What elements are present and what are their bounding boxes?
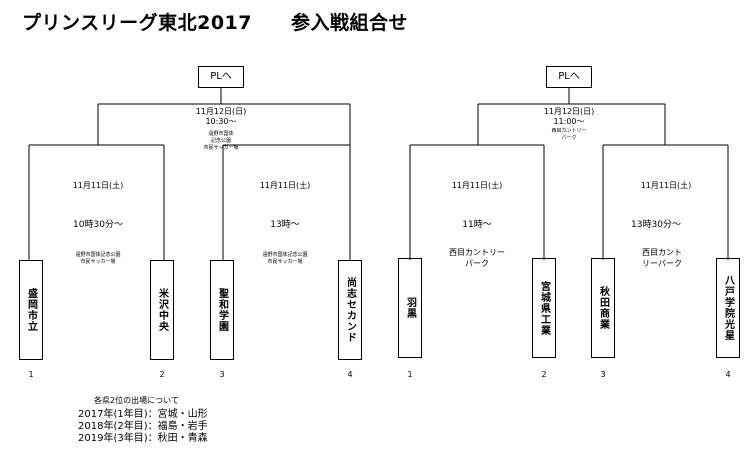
team-box-morioka: 盛岡市立	[19, 260, 43, 360]
page-title: プリンスリーグ東北2017 参入戦組合せ	[22, 12, 409, 34]
final-date-left: 11月12日(日)	[195, 107, 247, 116]
team-name: 米沢中央	[156, 288, 168, 332]
final-time-right: 11:00～	[553, 117, 585, 126]
team-box-miyagi-kogyo: 宮城県工業	[532, 258, 556, 358]
notes-line: 2017年(1年目)：宮城・山形	[78, 409, 208, 420]
semi-venue-left-1: 遠野市国体記念公園 市民サッカー場	[75, 252, 121, 265]
semi-time-right-1: 11時～	[462, 220, 492, 230]
team-box-haguro: 羽黒	[398, 258, 422, 358]
final-time-left: 10:30～	[205, 117, 237, 126]
team-name: 八戸学院光星	[722, 275, 734, 341]
semi-venue-right-1: 西目カントリー パーク	[449, 248, 505, 268]
team-name: 宮城県工業	[538, 280, 550, 336]
team-name: 尚志セカンド	[344, 277, 356, 343]
seed-number: 1	[28, 370, 34, 379]
seed-number: 2	[159, 370, 165, 379]
semi-venue-right-2: 西目カント リーパーク	[642, 248, 682, 268]
seed-number: 3	[600, 370, 606, 379]
notes-block: 各県2位の出場について 2017年(1年目)：宮城・山形 2018年(2年目)：…	[78, 395, 208, 445]
seed-number: 3	[219, 370, 225, 379]
team-name: 盛岡市立	[25, 288, 37, 332]
semi-time-left-2: 13時～	[270, 220, 300, 230]
seed-number: 1	[407, 370, 413, 379]
team-name: 聖和学園	[216, 288, 228, 332]
seed-number: 4	[725, 370, 731, 379]
notes-line: 2018年(2年目)：福島・岩手	[78, 421, 208, 432]
team-box-yonezawa: 米沢中央	[150, 260, 174, 360]
team-name: 秋田商業	[597, 286, 609, 330]
team-box-akita-shogyo: 秋田商業	[591, 258, 615, 358]
final-date-right: 11月12日(日)	[543, 107, 595, 116]
semi-venue-left-2: 遠野市国体記念公園 市民サッカー場	[262, 252, 308, 265]
semi-date-left-2: 11月11日(土)	[259, 181, 311, 190]
notes-line: 2019年(3年目)：秋田・青森	[78, 433, 208, 444]
semi-date-left-1: 11月11日(土)	[72, 181, 124, 190]
semi-time-right-2: 13時30分～	[631, 220, 681, 230]
notes-heading: 各県2位の出場について	[94, 396, 179, 405]
seed-number: 4	[347, 370, 353, 379]
pl-box-right: PLへ	[546, 66, 592, 88]
semi-date-right-1: 11月11日(土)	[451, 181, 503, 190]
final-venue-right: 西目カントリー パーク	[551, 128, 587, 141]
seed-number: 2	[541, 370, 547, 379]
team-box-seiwa: 聖和学園	[210, 260, 234, 360]
team-box-hachinohe: 八戸学院光星	[716, 258, 740, 358]
semi-date-right-2: 11月11日(土)	[640, 181, 692, 190]
team-box-shoshi: 尚志セカンド	[338, 260, 362, 360]
pl-box-left: PLへ	[198, 66, 244, 88]
semi-time-left-1: 10時30分～	[73, 220, 123, 230]
final-venue-left: 遠野市国体 記念公園 市民サッカー場	[203, 131, 239, 151]
team-name: 羽黒	[404, 297, 416, 319]
